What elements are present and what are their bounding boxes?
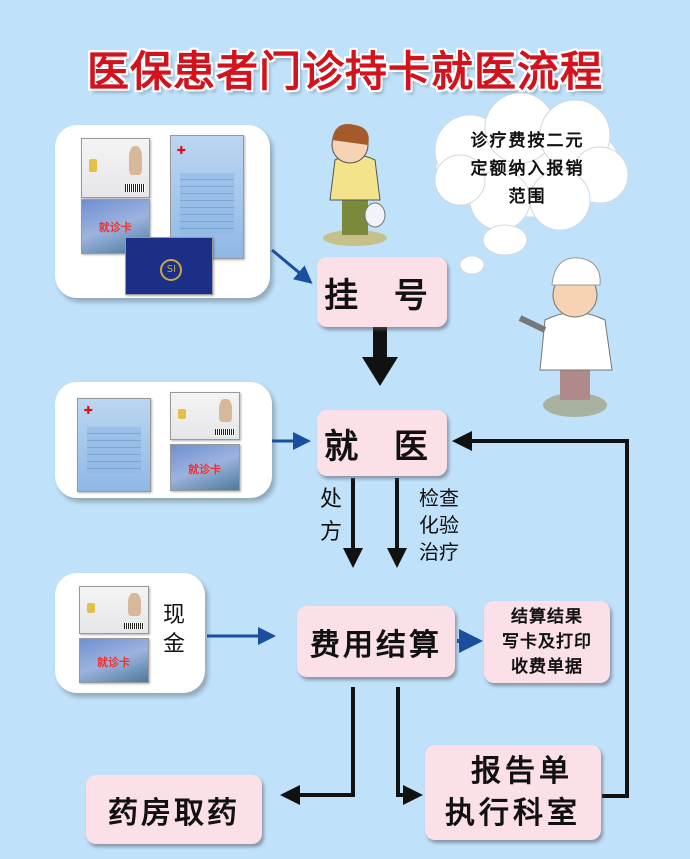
step-payment-result: 结算结果 写卡及打印 收费单据 bbox=[484, 601, 610, 683]
step-report: 报告单 执行科室 bbox=[425, 745, 601, 840]
arrow-payment-to-pharmacy bbox=[280, 687, 355, 805]
page-title: 医保患者门诊持卡就医流程 bbox=[86, 47, 603, 96]
patient-cartoon bbox=[323, 124, 387, 246]
thought-cloud bbox=[434, 92, 629, 275]
nurse-cartoon bbox=[518, 257, 613, 417]
insurance-card-image bbox=[79, 586, 149, 634]
step-register: 挂 号 bbox=[317, 257, 447, 327]
card-panel-doctor: ✚ 就诊卡 bbox=[55, 382, 272, 498]
si-logo-icon: SI bbox=[160, 259, 183, 282]
step-pharmacy: 药房取药 bbox=[86, 775, 262, 844]
card-panel-register: 就诊卡 ✚ SI bbox=[55, 125, 270, 298]
arrow-payment-to-report bbox=[396, 687, 423, 805]
arrow-register-to-doctor bbox=[362, 327, 398, 386]
thought-bubble-text: 诊疗费按二元 定额纳入报销 范围 bbox=[470, 131, 585, 207]
card-panel-payment: 就诊卡 现金 bbox=[55, 573, 205, 693]
arrow-report-to-doctor bbox=[452, 431, 629, 798]
exam-label: 检查 化验 治疗 bbox=[419, 486, 459, 564]
step-see-doctor: 就 医 bbox=[317, 410, 447, 476]
insurance-card-image bbox=[81, 138, 150, 198]
cash-label: 现金 bbox=[163, 603, 186, 657]
medical-card-image: 就诊卡 bbox=[79, 638, 149, 683]
social-security-book-image: SI bbox=[125, 237, 213, 295]
insurance-card-image bbox=[170, 392, 240, 440]
medical-record-book-image: ✚ bbox=[77, 398, 151, 492]
prescription-label: 处 方 bbox=[320, 487, 343, 545]
step-payment: 费用结算 bbox=[297, 606, 455, 677]
medical-card-image: 就诊卡 bbox=[170, 444, 240, 491]
arrow-cards-to-register bbox=[271, 248, 313, 284]
